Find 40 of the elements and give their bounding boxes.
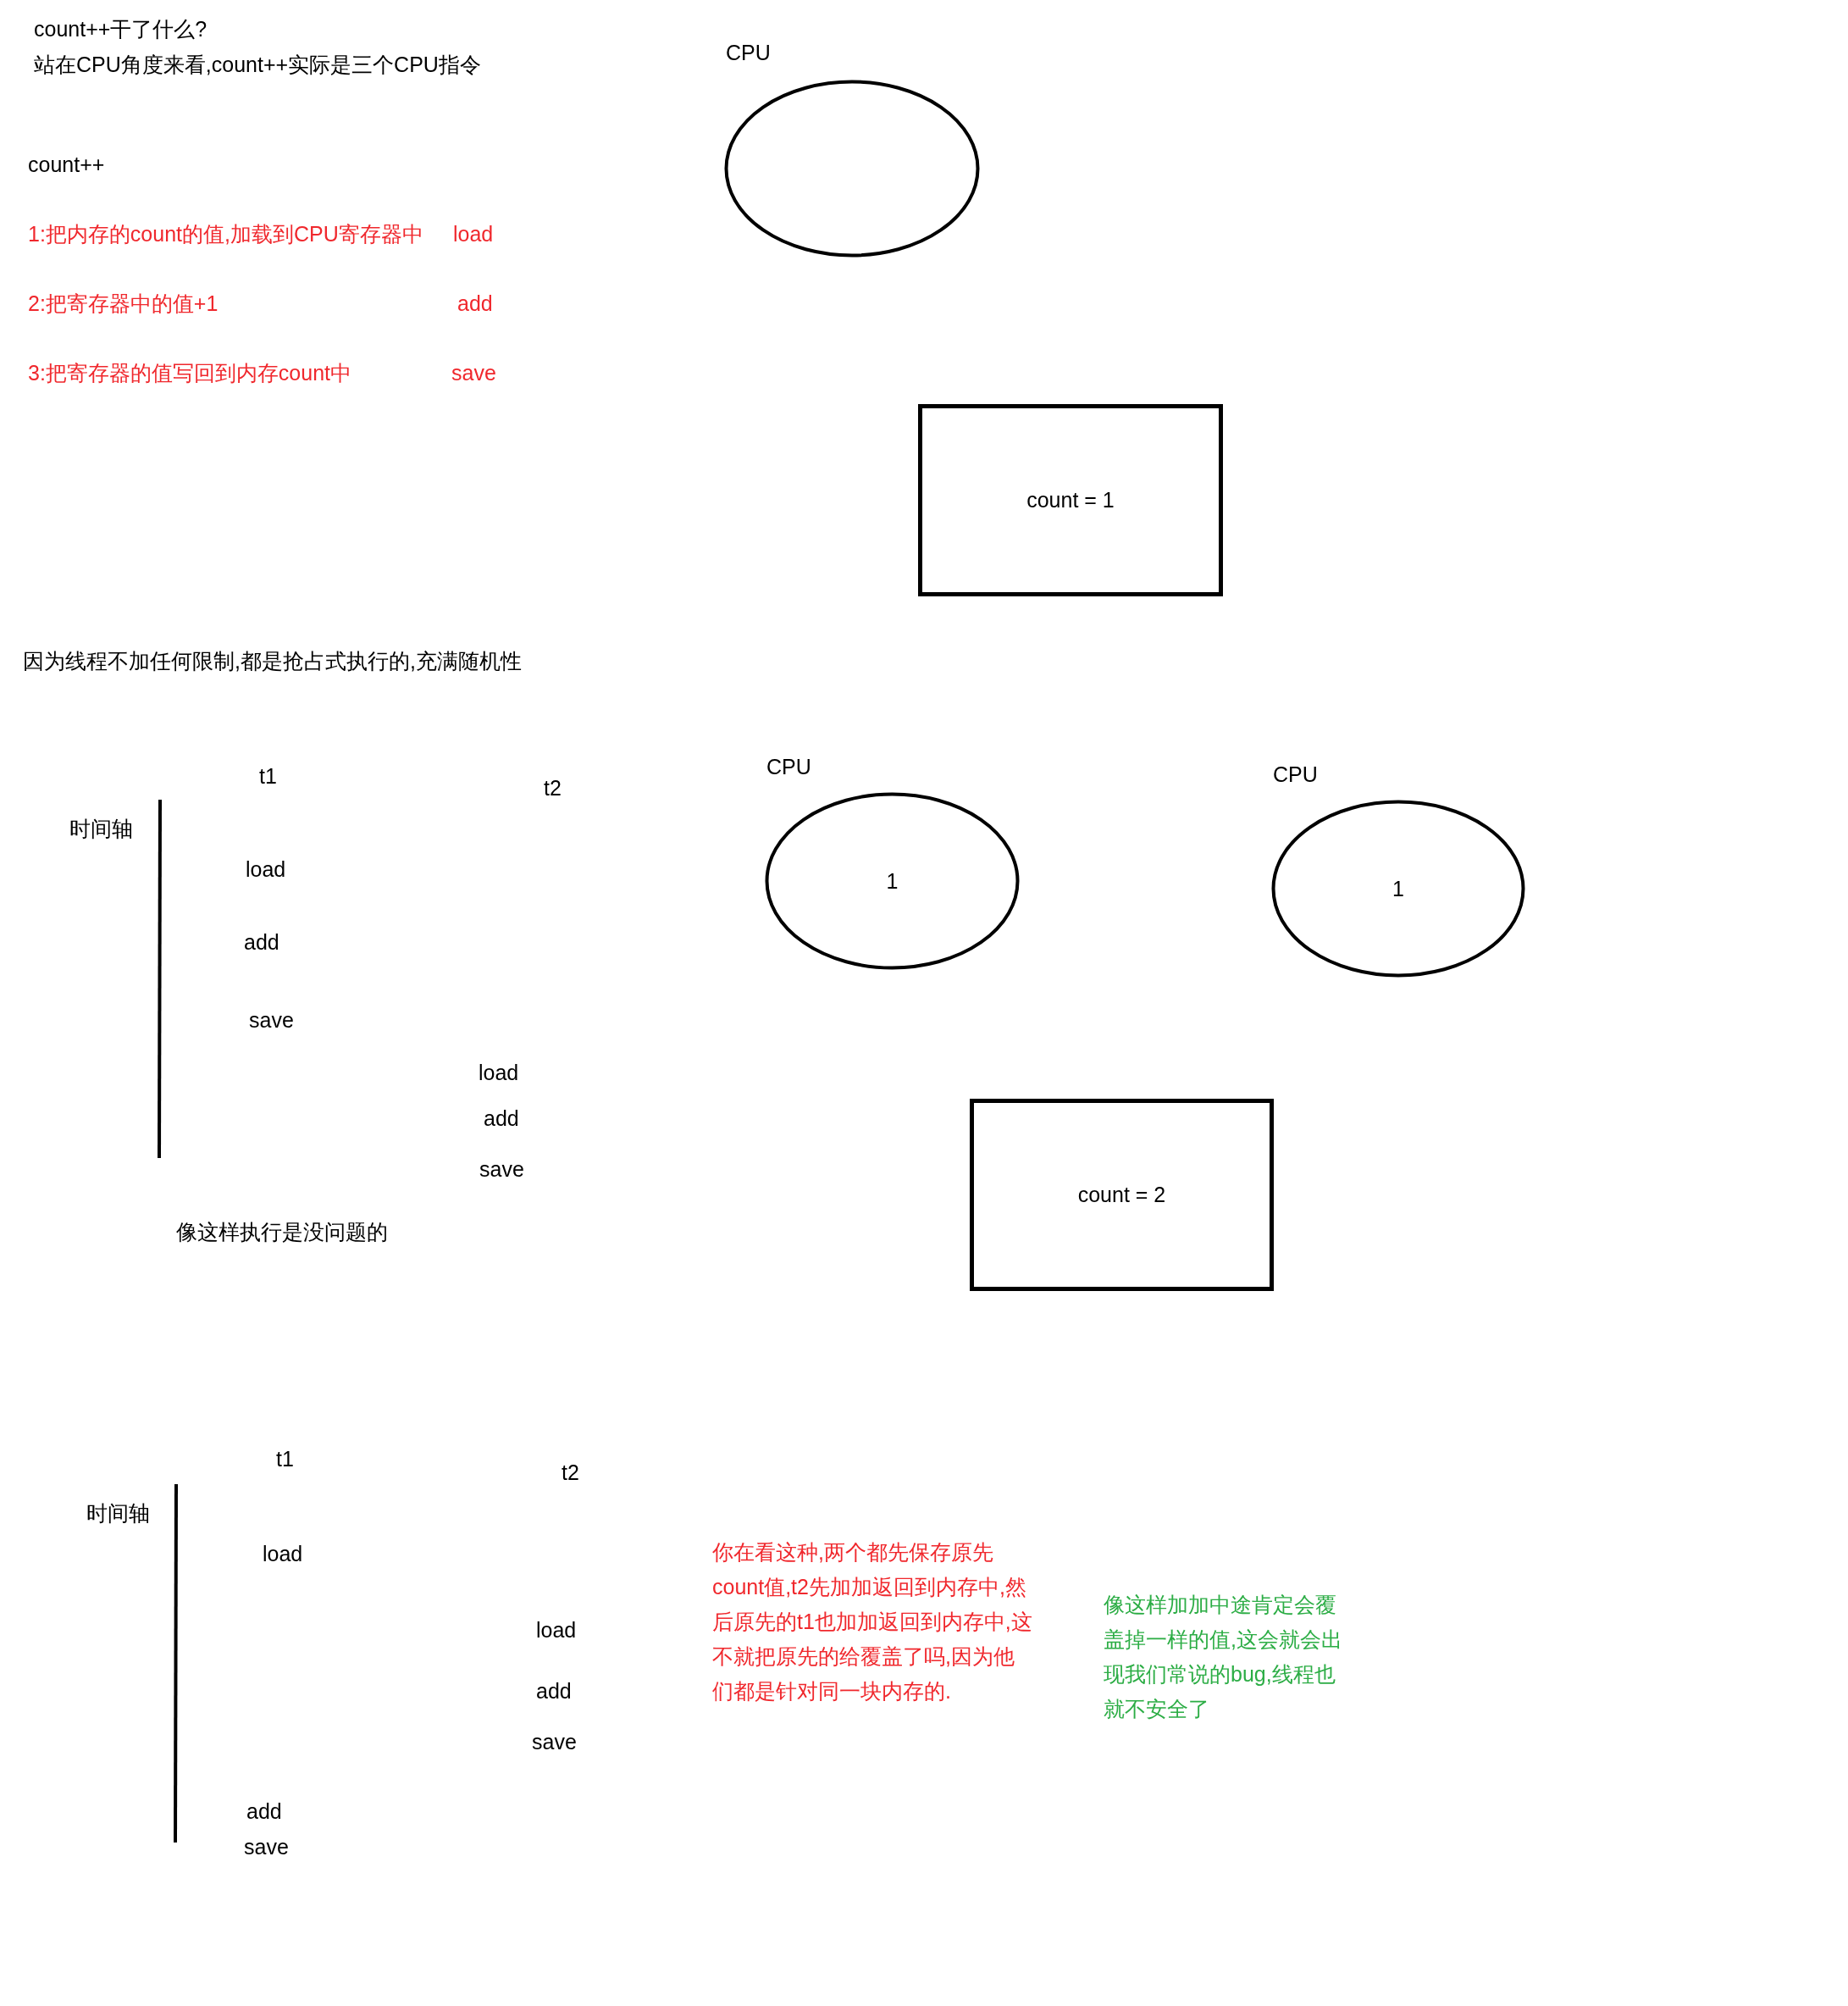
node-text: 1 — [1392, 875, 1404, 902]
label-text: add — [536, 1678, 572, 1704]
label-text: load — [536, 1617, 577, 1643]
memory-box — [970, 1099, 1274, 1291]
label-text: t1 — [276, 1446, 294, 1472]
label-text: load — [453, 221, 494, 247]
label-text: save — [249, 1007, 294, 1033]
label-text: 像这样执行是没问题的 — [176, 1219, 388, 1245]
note-text: 像这样加加中途肯定会覆盖掉一样的值,这会就会出现我们常说的bug,线程也就不安全了 — [1104, 1592, 1343, 1722]
label-text: save — [532, 1729, 577, 1755]
label-text: load — [479, 1060, 519, 1086]
label-text: add — [484, 1106, 519, 1132]
label-text: 时间轴 — [69, 816, 133, 842]
label-text: t2 — [562, 1460, 579, 1486]
label-text: 站在CPU角度来看,count++实际是三个CPU指令 — [34, 52, 481, 78]
label-text: load — [246, 856, 286, 883]
label-text: 因为线程不加任何限制,都是抢占式执行的,充满随机性 — [23, 648, 522, 674]
label-text: save — [451, 360, 496, 386]
label-text: count++干了什么? — [34, 16, 207, 42]
label-text: 2:把寄存器中的值+1 — [28, 291, 219, 317]
cpu-heading: CPU — [726, 40, 771, 66]
label-text: save — [244, 1834, 289, 1860]
label-text: 1:把内存的count的值,加载到CPU寄存器中 — [28, 221, 423, 247]
label-text: load — [263, 1541, 303, 1567]
node-text: count = 2 — [1077, 1182, 1166, 1208]
memory-box — [918, 404, 1223, 596]
label-text: save — [479, 1156, 524, 1183]
label-text: 时间轴 — [86, 1500, 150, 1527]
label-text: add — [244, 929, 279, 956]
node-text: 1 — [886, 867, 899, 895]
note-text: 你在看这种,两个都先保存原先count值,t2先加加返回到内存中,然后原先的t1也加加返回到内存中,这不就把原先的给覆盖了吗,因为他们都是针对同一块内存的. — [712, 1539, 1033, 1704]
cpu-heading: CPU — [766, 754, 811, 780]
label-text: add — [457, 291, 493, 317]
cpu-heading: CPU — [1273, 762, 1318, 788]
label-text: count++ — [28, 152, 105, 178]
node-text: count = 1 — [1026, 487, 1115, 513]
label-text: t2 — [544, 775, 562, 801]
label-text: t1 — [259, 763, 277, 790]
label-text: 3:把寄存器的值写回到内存count中 — [28, 360, 351, 386]
label-text: add — [246, 1798, 282, 1825]
